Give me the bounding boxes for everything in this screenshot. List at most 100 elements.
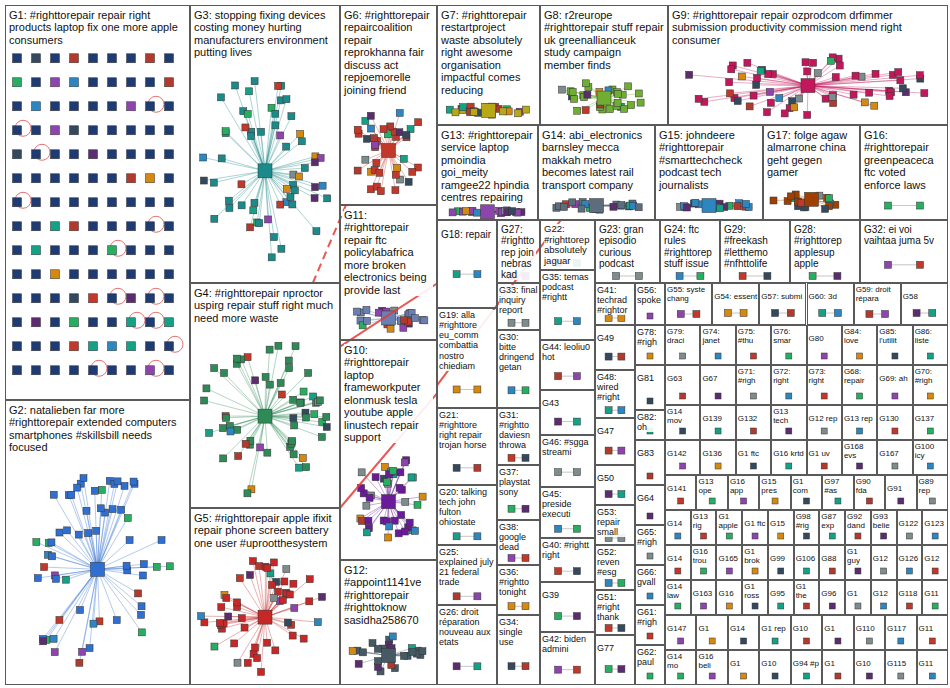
vertex-icon bbox=[677, 311, 684, 318]
vertex-icon bbox=[647, 473, 653, 479]
vertex-icon bbox=[264, 639, 271, 646]
vertex-icon bbox=[291, 422, 298, 429]
edge-line bbox=[98, 569, 142, 632]
vertex-icon bbox=[474, 209, 481, 216]
group-box: G35: temas podcast #rightt bbox=[540, 270, 595, 340]
vertex-icon bbox=[130, 478, 137, 485]
vertex-icon bbox=[927, 353, 933, 359]
vertex-icon bbox=[508, 555, 515, 562]
group-label: G1 guy bbox=[847, 547, 869, 565]
vertex-icon bbox=[522, 505, 529, 512]
edge-line bbox=[98, 508, 101, 569]
vertex-icon bbox=[298, 138, 305, 145]
vertex-icon bbox=[242, 440, 249, 447]
vertex-icon bbox=[165, 318, 174, 327]
group-box: G2: natalieben far more #righttorepair e… bbox=[5, 400, 190, 685]
vertex-icon bbox=[108, 198, 117, 207]
vertex-icon bbox=[635, 273, 642, 280]
group-label: G58 bbox=[903, 292, 918, 301]
group-box: G8: r2reurope #righttorepair stuff repai… bbox=[540, 5, 668, 125]
vertex-icon bbox=[32, 270, 41, 279]
vertex-icon bbox=[866, 498, 872, 504]
vertex-icon bbox=[508, 663, 515, 670]
vertex-icon bbox=[268, 254, 275, 261]
vertex-icon bbox=[238, 181, 245, 188]
vertex-icon bbox=[750, 428, 756, 434]
edge-line bbox=[265, 171, 316, 231]
vertex-icon bbox=[221, 369, 228, 376]
vertex-icon bbox=[738, 73, 745, 80]
vertex-icon bbox=[387, 123, 394, 130]
vertex-icon bbox=[605, 407, 612, 414]
vertex-icon bbox=[52, 575, 59, 582]
vertex-icon bbox=[675, 568, 681, 574]
vertex-icon bbox=[272, 110, 279, 117]
vertex-icon bbox=[680, 463, 686, 469]
group-box: G64 bbox=[635, 485, 665, 525]
vertex-icon bbox=[929, 498, 935, 504]
group-label: G35: temas podcast #rightt bbox=[542, 272, 593, 302]
vertex-icon bbox=[916, 72, 923, 79]
vertex-icon bbox=[555, 318, 562, 325]
group-box: G13 ope bbox=[696, 475, 727, 510]
vertex-icon bbox=[857, 393, 863, 399]
vertex-icon bbox=[74, 484, 81, 491]
edge-line bbox=[888, 205, 920, 206]
edge-line bbox=[241, 359, 265, 416]
group-label: G39 bbox=[542, 590, 559, 600]
group-box: G10: #righttorepair laptop frameworkpute… bbox=[340, 340, 437, 560]
vertex-icon bbox=[917, 202, 924, 209]
vertex-icon bbox=[108, 54, 117, 63]
vertex-icon bbox=[127, 222, 136, 231]
group-box: G10 bbox=[759, 650, 790, 685]
vertex-icon bbox=[127, 174, 136, 183]
edge-line bbox=[203, 157, 265, 170]
group-box: G47 bbox=[595, 418, 635, 465]
group-box: G97 #as bbox=[822, 475, 853, 510]
vertex-icon bbox=[835, 498, 841, 504]
vertex-icon bbox=[257, 444, 264, 451]
group-label: G118 bbox=[899, 589, 918, 598]
group-label: G100 icy bbox=[915, 442, 946, 460]
vertex-icon bbox=[354, 167, 361, 174]
group-label: G10 bbox=[761, 659, 776, 668]
vertex-icon bbox=[51, 54, 60, 63]
vertex-icon bbox=[13, 102, 22, 111]
vertex-icon bbox=[647, 633, 653, 639]
vertex-icon bbox=[453, 271, 460, 278]
group-label: G53: repair small bbox=[597, 507, 633, 537]
vertex-icon bbox=[522, 555, 529, 562]
vertex-icon bbox=[767, 99, 774, 106]
edge-line bbox=[214, 171, 265, 219]
group-label: G167 bbox=[879, 449, 899, 458]
group-label: G13: #righttorepair service laptop pmoin… bbox=[441, 129, 534, 204]
vertex-icon bbox=[389, 633, 396, 640]
group-box: G57: submi bbox=[759, 283, 806, 325]
vertex-icon bbox=[296, 464, 303, 471]
vertex-icon bbox=[618, 447, 625, 454]
vertex-icon bbox=[363, 306, 370, 313]
group-label: G62: paul bbox=[637, 647, 663, 667]
vertex-icon bbox=[365, 517, 372, 524]
vertex-icon bbox=[715, 463, 721, 469]
vertex-icon bbox=[198, 613, 205, 620]
vertex-icon bbox=[675, 603, 681, 609]
vertex-icon bbox=[523, 106, 530, 113]
vertex-icon bbox=[573, 469, 580, 476]
vertex-icon bbox=[32, 222, 41, 231]
vertex-icon bbox=[138, 629, 145, 636]
vertex-icon bbox=[70, 78, 79, 87]
vertex-icon bbox=[358, 517, 365, 524]
group-label: G10 bbox=[856, 659, 871, 668]
vertex-icon bbox=[165, 198, 174, 207]
vertex-icon bbox=[51, 78, 60, 87]
vertex-icon bbox=[618, 666, 625, 673]
vertex-icon bbox=[256, 220, 263, 227]
edge-line bbox=[808, 86, 890, 96]
edge-line bbox=[98, 569, 100, 621]
edge-line bbox=[750, 86, 808, 107]
group-box: G82: oh bbox=[635, 410, 665, 440]
group-box: G49 bbox=[595, 325, 635, 370]
vertex-icon bbox=[223, 414, 230, 421]
